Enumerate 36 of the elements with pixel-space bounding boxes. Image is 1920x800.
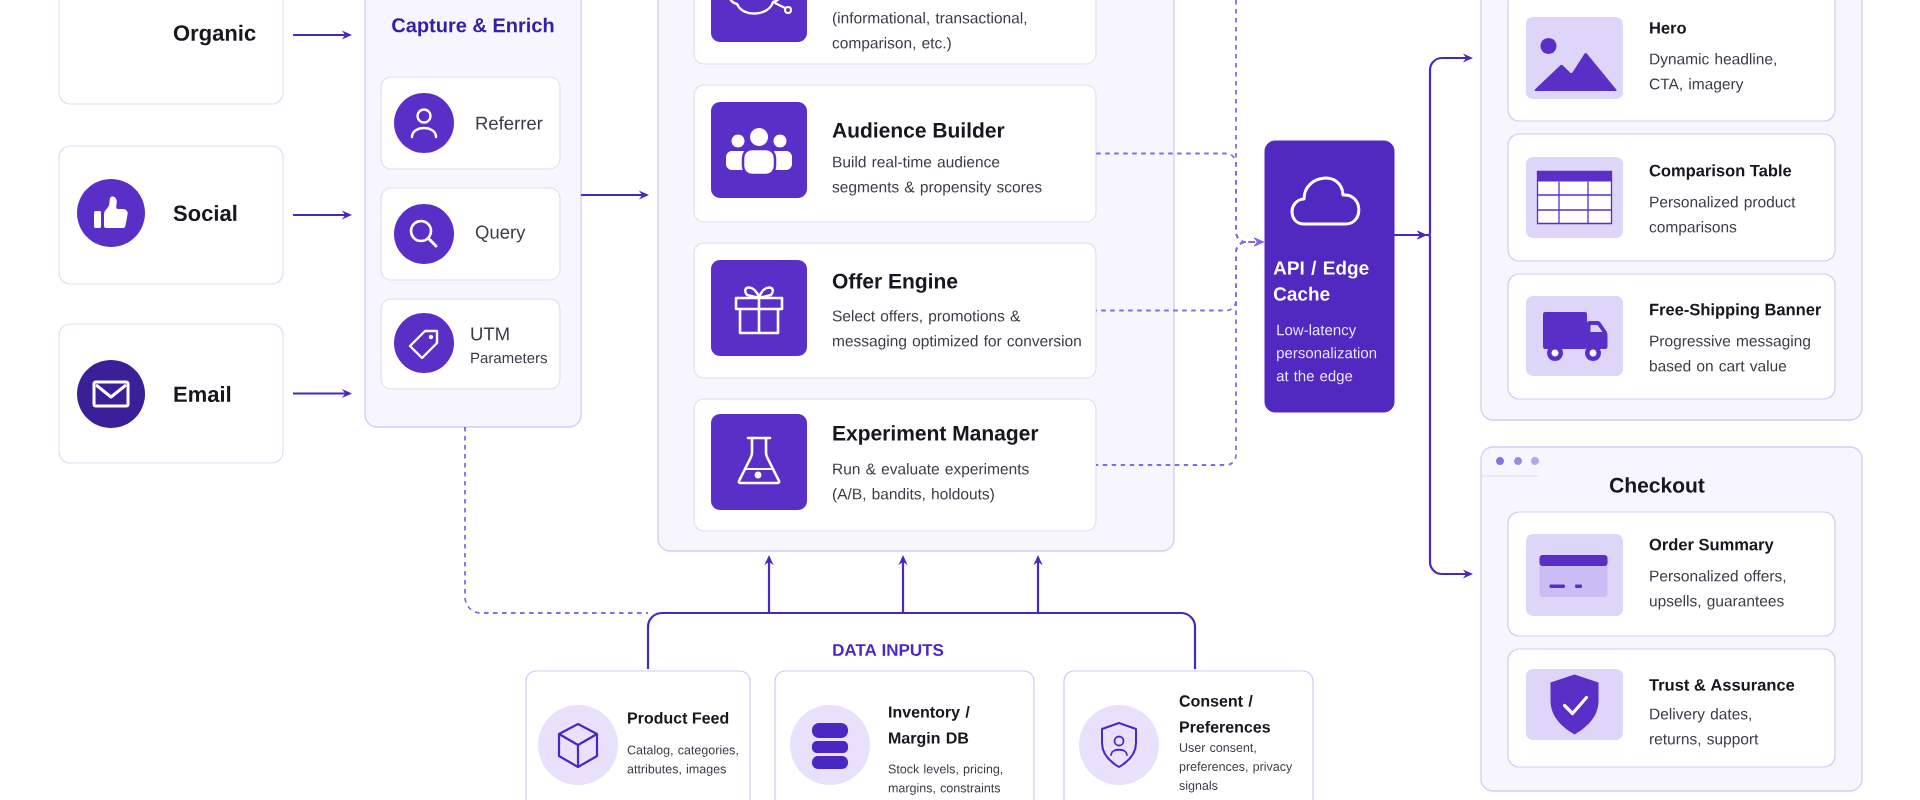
card-text: (informational, transactional, comparison, etc.) (832, 12, 1027, 52)
panel-title: Capture & Enrich (392, 17, 554, 37)
card-title: Hero (1650, 22, 1686, 34)
item-label: Query (475, 225, 526, 243)
card-text: Personalized offers, upsells, guarantees (1650, 570, 1786, 610)
item-label: UTM (471, 327, 509, 341)
card-title: Free-Shipping Banner (1650, 303, 1822, 319)
card-text: Catalog, categories, attributes, images (627, 745, 738, 776)
card-title: Order Summary (1649, 538, 1774, 554)
card-text: Run & evaluate experiments (A/B, bandits, holdouts) (832, 463, 1029, 503)
card-text: Progressive messaging based on cart value (1650, 335, 1810, 372)
card-text: Build real-time audience segments & propensity scores (832, 156, 1042, 196)
item-label: Referrer (476, 116, 543, 130)
card-text: Delivery dates, returns, support (1650, 708, 1759, 748)
card-text: User consent, preferences, privacy signals (1179, 743, 1293, 793)
source-label: Organic (173, 24, 256, 46)
source-label: Email (174, 385, 231, 403)
card-title: Audience Builder (832, 122, 1005, 138)
box-text: Low-latency personalization at the edge (1276, 324, 1377, 385)
window-title: Checkout (1610, 477, 1705, 493)
card-title: Trust & Assurance (1649, 679, 1795, 691)
source-label: Social (173, 204, 237, 222)
dashed-line (464, 426, 649, 614)
box-title: API / Edge Cache (1273, 260, 1369, 301)
card-title: Product Feed (628, 711, 729, 724)
card-text: Dynamic headline, CTA, imagery (1649, 53, 1776, 93)
card-title: Inventory / Margin DB (889, 705, 970, 747)
card-text: Stock levels, pricing, margins, constraints (888, 764, 1003, 795)
item-label: Parameters (471, 352, 547, 364)
card-title: Consent / Preferences (1179, 694, 1270, 733)
card-title: Offer Engine (832, 273, 958, 293)
group-label: DATA INPUTS (833, 644, 944, 656)
card-text: Select offers, promotions & messaging optimized for conversion (832, 310, 1081, 350)
card-text: Personalized product comparisons (1649, 196, 1796, 236)
card-title: Comparison Table (1649, 164, 1792, 180)
card-title: Experiment Manager (833, 425, 1039, 445)
